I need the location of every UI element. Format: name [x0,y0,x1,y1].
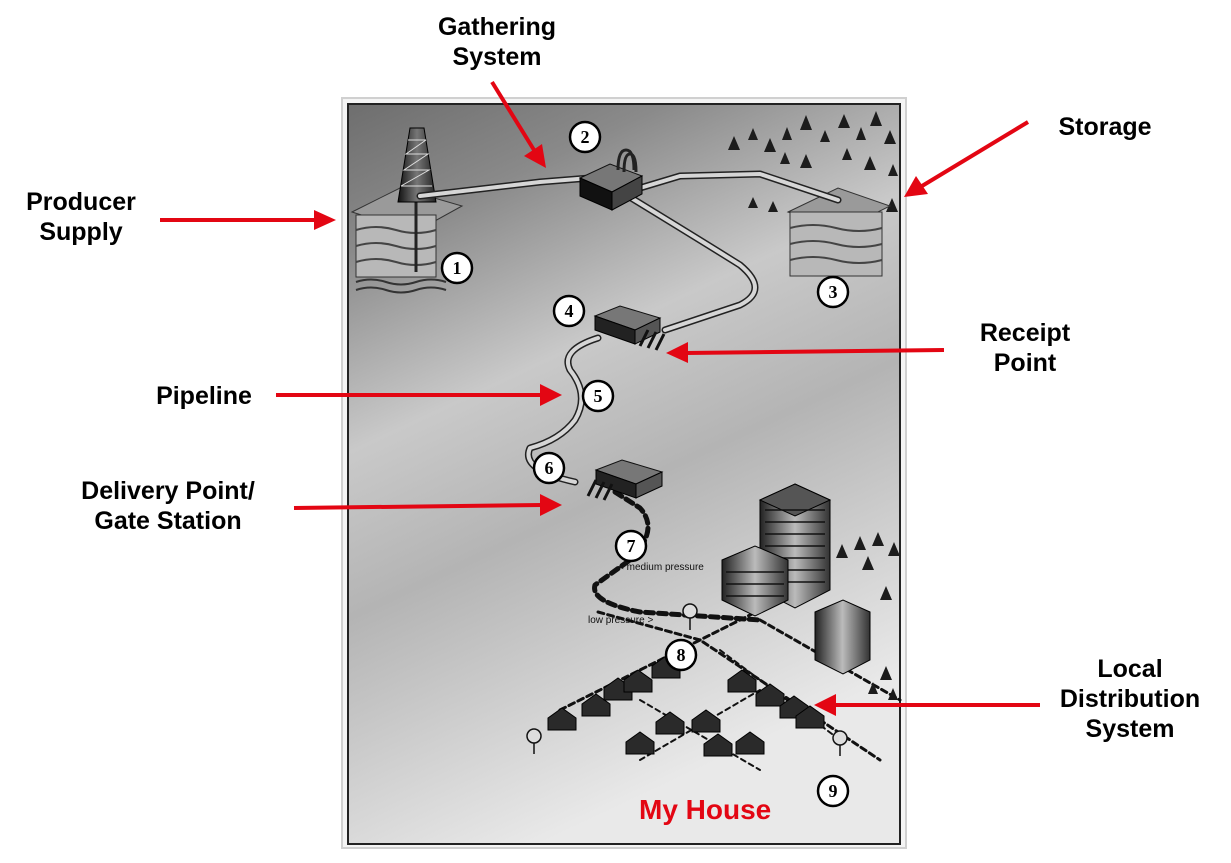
low-pressure-label: low pressure > [588,615,653,626]
arrow-storage [920,120,1030,188]
producer-supply-line-2: Supply [39,218,123,246]
delivery-point-line-1: Delivery Point/ [81,477,255,505]
marker-8: 8 [664,638,698,672]
my-house-label: My House [639,794,772,825]
gathering-system-line-2: System [452,43,542,71]
marker-6: 6 [532,451,566,485]
marker-7: 7 [614,529,648,563]
marker-7-text: 7 [627,536,636,556]
marker-9-text: 9 [829,781,838,801]
receipt-point-label: Receipt Point [950,318,1100,378]
arrow-delivery [293,503,543,510]
receipt-point-station [593,305,666,351]
marker-1-text: 1 [453,258,462,278]
houses [547,655,825,757]
marker-2: 2 [568,120,602,154]
forest-right [836,532,900,700]
local-distribution-label: Local Distribution System [1040,654,1220,744]
marker-5: 5 [581,379,615,413]
callout-arrows [160,80,1040,716]
producer-supply-line-1: Producer [26,188,136,216]
marker-9: 9 [816,774,850,808]
pipeline-line: Pipeline [156,382,252,410]
producer-supply-label: Producer Supply [6,187,156,247]
storage-line: Storage [1058,113,1152,141]
arrow-gathering [490,80,536,152]
marker-1: 1 [440,251,474,285]
pipeline-label: Pipeline [134,381,274,411]
local-distribution-line-1: Local [1097,655,1163,683]
storage-site [786,187,892,277]
storage-label: Storage [1040,112,1170,142]
meters [526,603,848,756]
marker-3: 3 [816,275,850,309]
producer-supply-site [350,127,464,294]
marker-4-text: 4 [565,301,574,321]
gathering-compressor [578,148,644,211]
receipt-point-line-1: Receipt [979,319,1071,347]
numbered-markers: 1 2 3 4 5 6 7 8 9 [440,120,850,808]
local-distribution-line-2: Distribution [1059,685,1201,713]
marker-2-text: 2 [581,127,590,147]
marker-4: 4 [552,294,586,328]
marker-5-text: 5 [594,386,603,406]
city-buildings [721,483,871,675]
marker-6-text: 6 [545,458,554,478]
medium-pressure-label: < medium pressure [618,562,704,573]
receipt-point-line-2: Point [993,349,1057,377]
marker-8-text: 8 [677,645,686,665]
marker-3-text: 3 [829,282,838,302]
delivery-point-station [586,459,664,501]
delivery-point-label: Delivery Point/ Gate Station [48,476,288,536]
gathering-system-label: Gathering System [412,12,582,72]
local-distribution-line-3: System [1085,715,1175,743]
arrow-receipt [685,348,945,355]
delivery-point-line-2: Gate Station [94,507,242,535]
gathering-system-line-1: Gathering [437,13,557,41]
